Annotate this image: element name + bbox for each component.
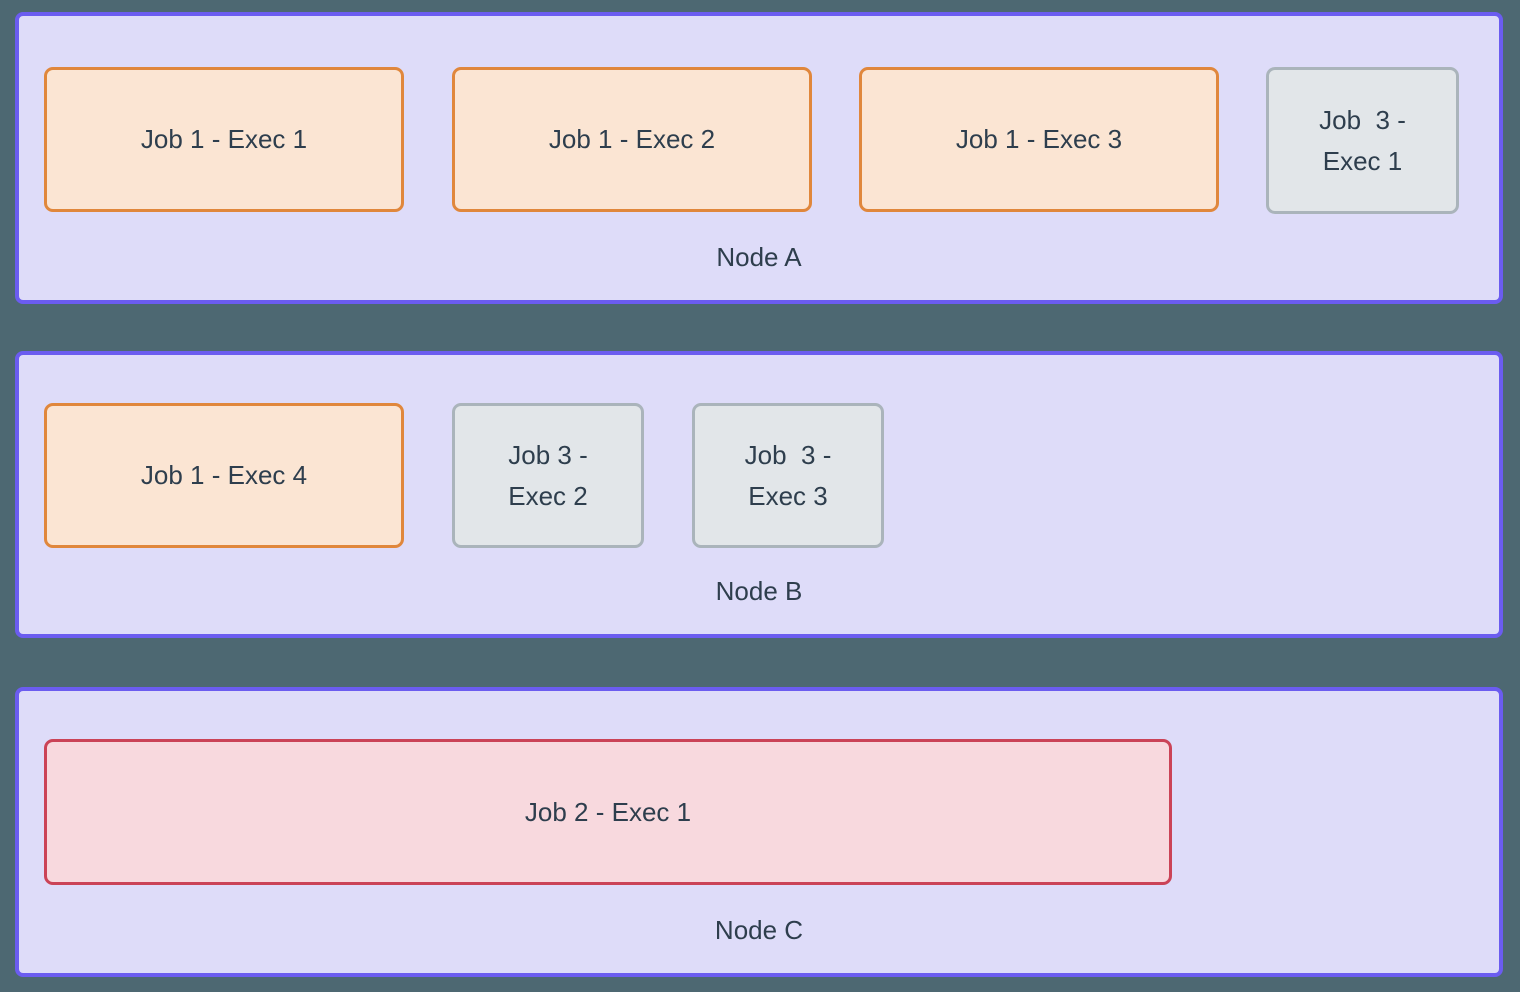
executor-box-job1-exec4: Job 1 - Exec 4 [44, 403, 404, 548]
node-a: Job 1 - Exec 1 Job 1 - Exec 2 Job 1 - Ex… [15, 12, 1503, 304]
executor-label: Job 1 - Exec 4 [140, 460, 308, 491]
node-c-label: Node C [714, 915, 804, 945]
executor-box-job3-exec1: Job 3 - Exec 1 [1266, 67, 1459, 214]
node-b: Job 1 - Exec 4 Job 3 - Exec 2 Job 3 - Ex… [15, 351, 1503, 638]
executor-box-job1-exec1: Job 1 - Exec 1 [44, 67, 404, 212]
executor-label: Job 3 - Exec 2 [508, 440, 588, 511]
executor-label: Job 1 - Exec 1 [140, 124, 308, 155]
node-b-label: Node B [715, 576, 803, 606]
executor-box-job3-exec3: Job 3 - Exec 3 [692, 403, 884, 548]
executor-box-job2-exec1: Job 2 - Exec 1 [44, 739, 1172, 885]
executor-box-job3-exec2: Job 3 - Exec 2 [452, 403, 644, 548]
executor-box-job1-exec2: Job 1 - Exec 2 [452, 67, 812, 212]
node-c: Job 2 - Exec 1 Node C [15, 687, 1503, 977]
executor-label: Job 2 - Exec 1 [524, 796, 692, 827]
node-a-label: Node A [716, 242, 802, 272]
executor-label: Job 1 - Exec 2 [548, 124, 716, 155]
executor-label: Job 3 - Exec 1 [1319, 105, 1406, 176]
executor-label: Job 1 - Exec 3 [955, 124, 1123, 155]
executor-label: Job 3 - Exec 3 [744, 440, 832, 511]
executor-box-job1-exec3: Job 1 - Exec 3 [859, 67, 1219, 212]
